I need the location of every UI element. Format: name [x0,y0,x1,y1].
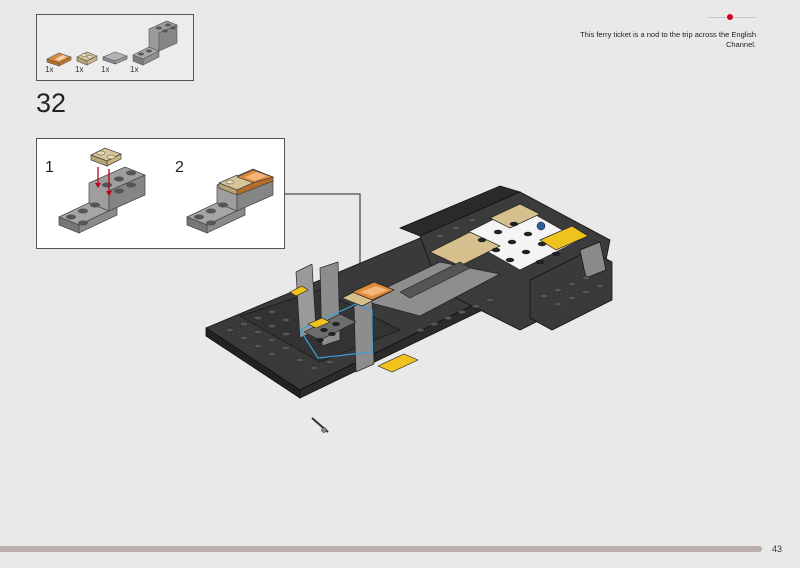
orange-tile-icon [46,52,72,67]
note-dot-icon [727,14,733,20]
step-number: 32 [36,88,67,118]
parts-illustration [46,20,178,67]
part-qty: 1x [45,65,54,74]
part-qty: 1x [75,65,84,74]
page-number: 43 [772,544,783,554]
substep-number: 2 [175,159,184,176]
substep-number: 1 [45,159,54,176]
gray-bracket-icon [132,20,178,66]
part-qty: 1x [101,65,110,74]
parts-list: 1x 1x 1x 1x [36,14,194,81]
sub-assembly-illustration [58,147,274,234]
bracket-assembly-2 [186,168,274,234]
sub-assembly-box: 1 2 [36,138,285,249]
ferry-ticket-note: This ferry ticket is a nod to the trip a… [580,30,756,49]
page-progress-bar [0,546,762,552]
tan-plate-icon [76,51,98,66]
bracket-assembly-1 [58,147,146,234]
part-qty: 1x [130,65,139,74]
gray-tile-icon [102,51,128,65]
